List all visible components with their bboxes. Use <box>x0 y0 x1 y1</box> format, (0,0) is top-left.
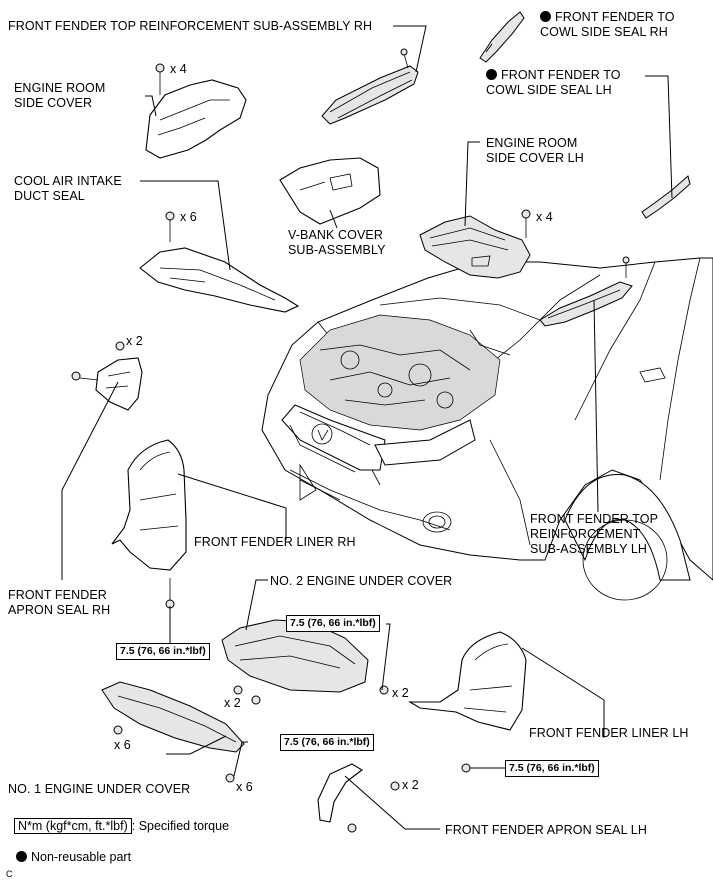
part-cowl-side-seal-lh <box>641 175 691 219</box>
legend-torque-unit: N*m (kgf*cm, ft.*lbf) <box>14 818 132 834</box>
torque-no1-cover: 7.5 (76, 66 in.*lbf) <box>280 734 374 751</box>
non-reusable-dot-icon <box>540 11 551 22</box>
label-fender-apron-seal-rh: FRONT FENDER APRON SEAL RH <box>8 588 111 617</box>
part-fender-liner-lh <box>408 631 527 773</box>
footer-code: C <box>6 869 13 879</box>
part-no2-engine-under-cover <box>221 619 389 705</box>
part-cowl-side-seal-rh <box>479 11 525 63</box>
label-engine-room-side-cover: ENGINE ROOM SIDE COVER <box>14 81 106 110</box>
non-reusable-dot-icon <box>486 69 497 80</box>
label-cowl-side-seal-lh: FRONT FENDER TO COWL SIDE SEAL LH <box>486 68 621 98</box>
label-cowl-side-seal-rh-text: FRONT FENDER TO COWL SIDE SEAL RH <box>540 10 675 39</box>
label-cool-air-intake-duct-seal: COOL AIR INTAKE DUCT SEAL <box>14 174 122 203</box>
label-cowl-side-seal-lh-text: FRONT FENDER TO COWL SIDE SEAL LH <box>486 68 621 97</box>
part-v-bank-cover <box>279 157 381 225</box>
part-fender-apron-seal-rh <box>71 341 143 411</box>
qty-no2-cover-bolts-right: x 2 <box>392 686 409 700</box>
label-fender-liner-lh: FRONT FENDER LINER LH <box>529 726 689 740</box>
label-fender-liner-rh: FRONT FENDER LINER RH <box>194 535 356 549</box>
part-no1-engine-under-cover <box>101 681 245 783</box>
label-v-bank-cover: V-BANK COVER SUB-ASSEMBLY <box>288 228 386 257</box>
label-fender-top-reinforcement-lh: FRONT FENDER TOP REINFORCEMENT SUB-ASSEM… <box>530 512 659 556</box>
qty-no1-cover-bolts: x 6 <box>236 780 253 794</box>
leader-lines <box>61 25 673 830</box>
qty-apron-seal-lh-bolts: x 2 <box>402 778 419 792</box>
qty-apron-seal-rh-bolts: x 2 <box>126 334 143 348</box>
vehicle-illustration <box>261 257 713 601</box>
torque-no2-cover: 7.5 (76, 66 in.*lbf) <box>286 615 380 632</box>
part-fender-liner-rh <box>111 439 187 609</box>
label-no1-engine-under-cover: NO. 1 ENGINE UNDER COVER <box>8 782 191 796</box>
qty-no1-cover-clips: x 6 <box>114 738 131 752</box>
label-fender-apron-seal-lh: FRONT FENDER APRON SEAL LH <box>445 823 647 837</box>
non-reusable-dot-icon <box>16 851 27 862</box>
label-engine-room-side-cover-lh: ENGINE ROOM SIDE COVER LH <box>486 136 584 165</box>
part-engine-room-side-cover <box>145 63 247 159</box>
part-engine-room-side-cover-lh <box>419 209 531 279</box>
legend-torque-desc: : Specified torque <box>131 819 230 833</box>
qty-side-cover-clips: x 4 <box>170 62 187 76</box>
label-fender-top-reinforcement-rh: FRONT FENDER TOP REINFORCEMENT SUB-ASSEM… <box>8 19 373 33</box>
part-fender-top-reinforcement-rh <box>321 48 419 125</box>
torque-liner-lh: 7.5 (76, 66 in.*lbf) <box>505 760 599 777</box>
legend-non-reusable-text: Non-reusable part <box>31 850 132 864</box>
torque-liner-rh: 7.5 (76, 66 in.*lbf) <box>116 643 210 660</box>
qty-intake-seal-clips: x 6 <box>180 210 197 224</box>
qty-no2-cover-bolts-left: x 2 <box>224 696 241 710</box>
label-no2-engine-under-cover: NO. 2 ENGINE UNDER COVER <box>270 574 453 588</box>
qty-side-cover-lh-clips: x 4 <box>536 210 553 224</box>
part-fender-apron-seal-lh <box>317 763 400 833</box>
legend-torque: N*m (kgf*cm, ft.*lbf): Specified torque <box>14 818 229 834</box>
part-cool-air-intake-duct-seal <box>139 211 300 313</box>
label-cowl-side-seal-rh: FRONT FENDER TO COWL SIDE SEAL RH <box>540 10 675 40</box>
part-fender-top-reinforcement-lh <box>539 256 633 327</box>
legend-non-reusable: Non-reusable part <box>16 849 131 865</box>
